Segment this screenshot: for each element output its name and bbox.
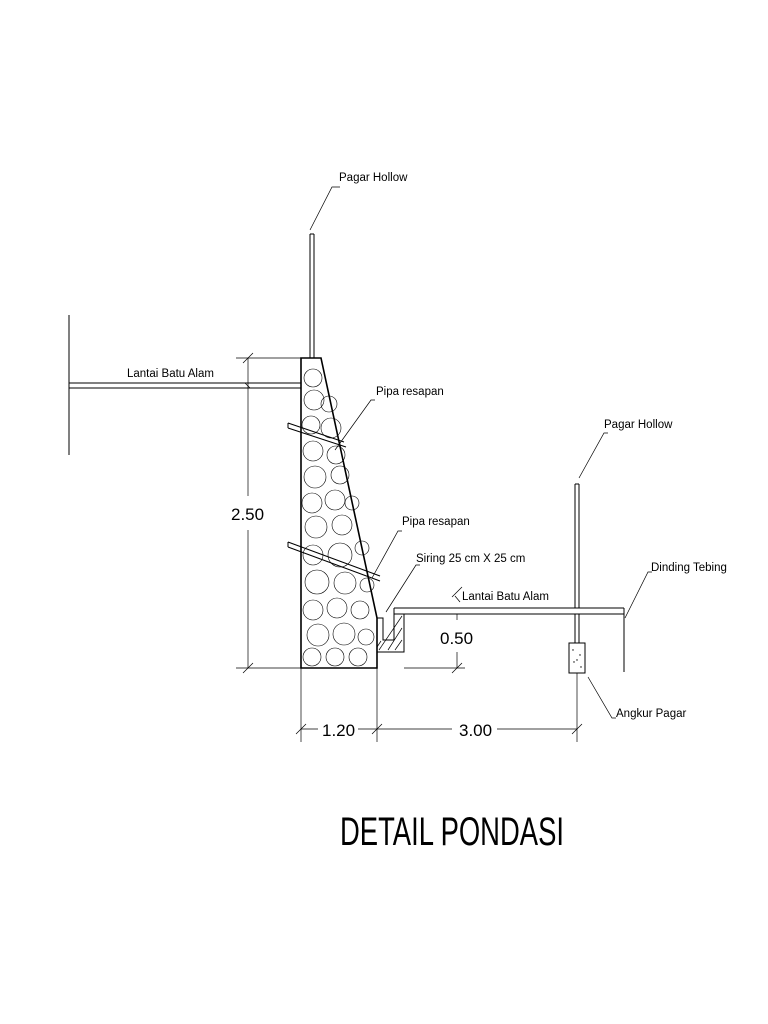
label-angkur-pagar: Angkur Pagar (616, 708, 686, 720)
retaining-wall (287, 357, 381, 669)
dimension-vertical-0-50 (404, 586, 465, 674)
dimension-label-yard-width: 3.00 (459, 721, 492, 740)
label-pagar-hollow-right: Pagar Hollow (604, 419, 673, 431)
drawing-title: DETAIL PONDASI (340, 810, 564, 854)
label-siring: Siring 25 cm X 25 cm (416, 553, 525, 565)
label-pagar-hollow-left: Pagar Hollow (339, 172, 408, 184)
dimension-horizontal (295, 668, 583, 742)
lower-ground (393, 607, 625, 672)
label-lantai-batu-alam-left: Lantai Batu Alam (127, 368, 214, 380)
upper-ground (68, 315, 301, 455)
fence-post-right (574, 483, 580, 643)
label-lantai-batu-alam-right: Lantai Batu Alam (462, 591, 549, 603)
drainage-pipe-lower (287, 541, 381, 582)
fence-anchor (568, 642, 586, 674)
dimension-label-base-width: 1.20 (322, 721, 355, 740)
leader-lines (244, 186, 652, 719)
dimension-vertical-2-50 (236, 352, 301, 674)
drainage-pipe-upper (287, 422, 347, 448)
dimension-label-wall-height: 2.50 (231, 505, 264, 524)
label-pipa-resapan-lower: Pipa resapan (402, 516, 470, 528)
masonry-stones (301, 368, 375, 667)
label-pipa-resapan-upper: Pipa resapan (376, 386, 444, 398)
dimension-label-step-height: 0.50 (440, 629, 473, 648)
gutter-siring (376, 613, 405, 668)
fence-post-left (309, 233, 315, 358)
label-dinding-tebing: Dinding Tebing (651, 562, 727, 574)
